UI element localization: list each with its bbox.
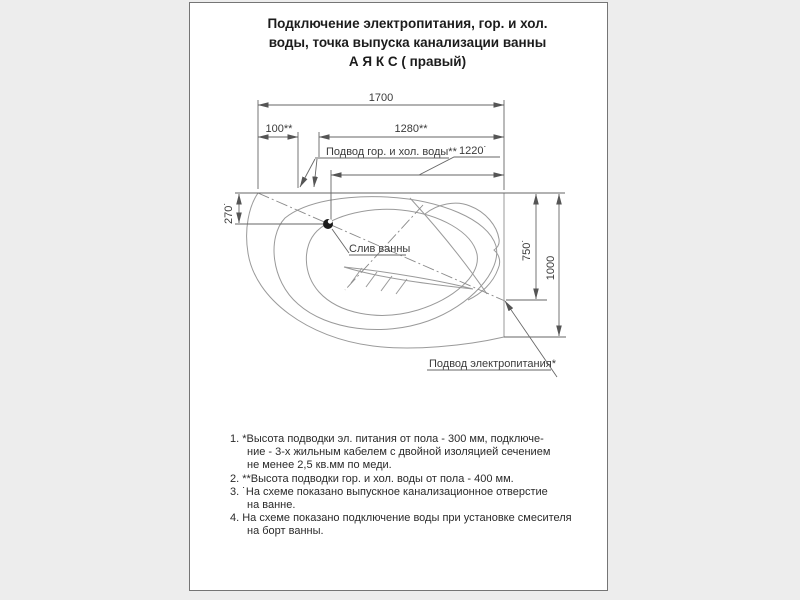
dim-drain-offset: 1220˙: [459, 145, 487, 157]
dim-power-height: 750˙: [521, 239, 533, 261]
tub-outer-rim: [246, 192, 505, 349]
dim-water-width: 1280**: [394, 123, 428, 135]
label-water-supply: Подвод гор. и хол. воды**: [326, 146, 458, 158]
dimension-lines: [235, 100, 566, 378]
label-drain: Слив ванны: [349, 243, 410, 255]
note-line: не менее 2,5 кв.мм по меди.: [247, 459, 392, 472]
note-line: 3. ˙На схеме показано выпускное канализа…: [230, 485, 548, 498]
bathtub-outline: [246, 192, 505, 349]
note-line: 2. **Высота подводки гор. и хол. воды от…: [230, 472, 514, 485]
note-line: ние - 3-х жильным кабелем с двойной изол…: [247, 446, 551, 459]
water-line-sliver: [343, 266, 474, 290]
tub-inner-rim: [273, 196, 498, 330]
title-line-1: Подключение электропитания, гор. и хол.: [267, 16, 548, 31]
cross-axis-line: [344, 204, 424, 291]
label-power-supply: Подвод электропитания*: [429, 358, 557, 370]
drawing-title: Подключение электропитания, гор. и хол. …: [190, 14, 625, 71]
note-line: 4. На схеме показано подключение воды пр…: [230, 512, 572, 525]
drain-symbol: [323, 219, 333, 229]
note-line: на ванне.: [247, 499, 296, 512]
title-line-2: воды, точка выпуска канализации ванны: [268, 35, 547, 50]
dim-total-depth: 1000: [545, 256, 557, 280]
main-axis-line: [257, 192, 506, 302]
note-line: на борт ванны.: [247, 525, 324, 538]
headrest-curve: [424, 202, 501, 301]
notes-block: 1. *Высота подводки эл. питания от пола …: [230, 433, 596, 539]
dim-left-offset: 100**: [266, 123, 294, 135]
technical-drawing: 1700 100** 1280** 1220˙ 270˙ 750˙ 1000 П…: [223, 92, 566, 378]
note-line: 1. *Высота подводки эл. питания от пола …: [230, 433, 544, 445]
headrest-divider: [409, 197, 488, 295]
title-line-3: А Я К С ( правый): [348, 54, 467, 69]
water-hatch-marks: [350, 267, 408, 295]
document-page: Подключение электропитания, гор. и хол. …: [189, 2, 608, 591]
dim-drain-depth: 270˙: [223, 202, 235, 224]
center-axis-lines: [257, 192, 506, 302]
dim-total-width: 1700: [369, 92, 393, 104]
